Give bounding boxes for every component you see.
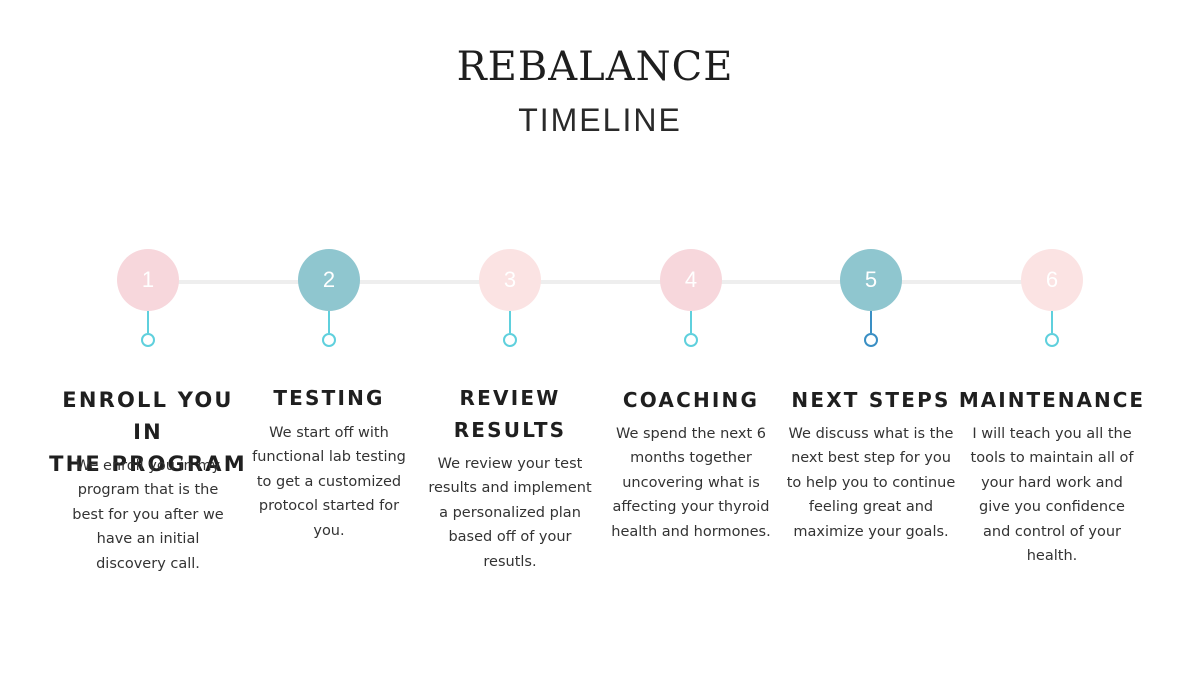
connector-stem	[870, 311, 872, 333]
step-heading-line2: RESULTS	[453, 418, 567, 442]
step-description: We discuss what is the next best step fo…	[786, 426, 956, 540]
step-number-circle: 5	[840, 249, 902, 311]
step-number-circle: 6	[1021, 249, 1083, 311]
step-number: 6	[1045, 267, 1059, 292]
timeline-step-3: 3 REVIEW RESULTS We review your test res…	[410, 0, 610, 675]
timeline-step-2: 2 TESTING We start off with functional l…	[229, 0, 429, 675]
timeline-track	[148, 280, 1052, 284]
connector-stem	[1051, 311, 1053, 333]
timeline-step-1: 1 ENROLL YOU IN THE PROGRAM We enroll yo…	[48, 0, 248, 675]
step-description: We review your test results and implemen…	[428, 456, 592, 570]
step-number-circle: 4	[660, 249, 722, 311]
connector-dot	[141, 333, 155, 347]
step-description: We start off with functional lab testing…	[252, 425, 406, 539]
step-heading-line1: ENROLL YOU IN	[62, 388, 234, 444]
step-number-circle: 3	[479, 249, 541, 311]
connector-dot	[864, 333, 878, 347]
connector-dot	[322, 333, 336, 347]
timeline-step-4: 4 COACHING We spend the next 6 months to…	[591, 0, 791, 675]
step-description: We spend the next 6 months together unco…	[611, 426, 771, 540]
step-heading-line1: COACHING	[622, 388, 760, 412]
step-number: 1	[141, 267, 155, 292]
step-heading-line1: TESTING	[273, 386, 385, 410]
timeline-step-6: 6 MAINTENANCE I will teach you all the t…	[952, 0, 1152, 675]
connector-stem	[147, 311, 149, 333]
page-title: REBALANCE	[456, 44, 734, 90]
connector-dot	[684, 333, 698, 347]
step-heading-line1: MAINTENANCE	[958, 388, 1146, 412]
step-number: 3	[503, 267, 517, 292]
timeline-step-5: 5 NEXT STEPS We discuss what is the next…	[771, 0, 971, 675]
step-number-circle: 1	[117, 249, 179, 311]
step-description: We enroll you in my program that is the …	[72, 458, 224, 572]
step-heading-line1: REVIEW	[459, 386, 561, 410]
step-number: 4	[684, 267, 698, 292]
step-heading: TESTING	[229, 382, 429, 414]
step-heading: MAINTENANCE	[946, 384, 1158, 416]
step-heading: REVIEW RESULTS	[410, 382, 610, 446]
connector-stem	[509, 311, 511, 333]
step-heading-line1: NEXT STEPS	[791, 388, 951, 412]
step-number-circle: 2	[298, 249, 360, 311]
step-number: 2	[322, 267, 336, 292]
step-description: I will teach you all the tools to mainta…	[970, 426, 1134, 565]
step-heading: ENROLL YOU IN THE PROGRAM	[48, 384, 248, 480]
connector-stem	[690, 311, 692, 333]
connector-dot	[1045, 333, 1059, 347]
page-subtitle: TIMELINE	[518, 102, 682, 138]
connector-dot	[503, 333, 517, 347]
step-number: 5	[864, 267, 878, 292]
step-heading-line2: THE PROGRAM	[49, 452, 247, 476]
connector-stem	[328, 311, 330, 333]
step-heading: COACHING	[591, 384, 791, 416]
step-heading: NEXT STEPS	[771, 384, 971, 416]
